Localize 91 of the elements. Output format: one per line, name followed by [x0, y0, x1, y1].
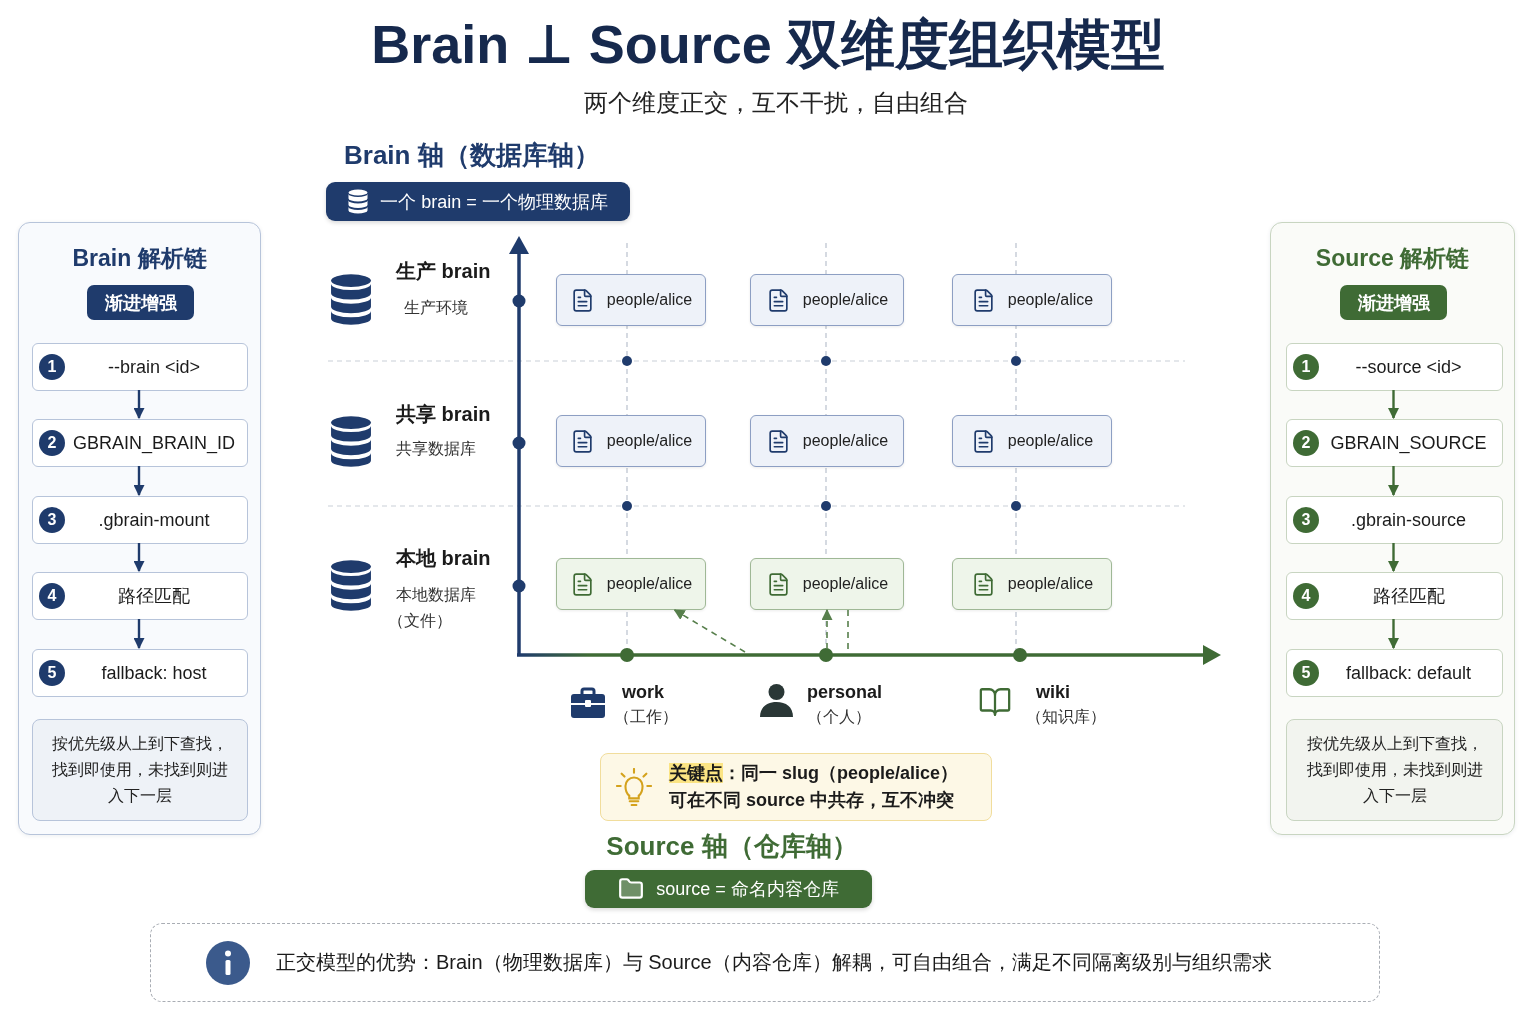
step-number: 5	[1293, 660, 1319, 686]
column-sublabel: （个人）	[807, 707, 871, 727]
chain-panel	[1270, 222, 1515, 835]
note-box: 按优先级从上到下查找，找到即使用，未找到则进入下一层	[1286, 719, 1503, 821]
step-box	[1286, 496, 1503, 544]
step-box	[32, 572, 248, 620]
chain-panel	[18, 222, 261, 835]
arrow	[133, 543, 145, 573]
document-card	[750, 274, 904, 326]
card-label: people/alice	[606, 291, 693, 309]
key-point-box	[600, 753, 992, 821]
step-label: fallback: host	[101, 662, 207, 684]
card-label: people/alice	[606, 575, 693, 593]
card-label: people/alice	[606, 432, 693, 450]
column-label: work	[622, 681, 664, 704]
arrow	[133, 466, 145, 497]
step-box	[32, 343, 248, 391]
card-label: people/alice	[802, 291, 889, 309]
step-number: 2	[1293, 430, 1319, 456]
step-number: 4	[39, 583, 65, 609]
card-label: people/alice	[1007, 432, 1094, 450]
document-card	[952, 274, 1112, 326]
key-point-text: 关键点：同一 slug（people/alice）可在不同 source 中共存，互不冲突	[669, 762, 960, 812]
step-box	[32, 496, 248, 544]
dashed-arrow	[821, 608, 833, 650]
document-card	[750, 415, 904, 467]
step-number: 4	[1293, 583, 1319, 609]
step-label: 路径匹配	[118, 585, 190, 608]
row-sublabel: 本地数据库	[396, 585, 476, 605]
card-label: people/alice	[802, 432, 889, 450]
step-label: .gbrain-mount	[98, 509, 210, 531]
document-card	[556, 274, 706, 326]
document-card	[952, 558, 1112, 610]
step-box	[1286, 649, 1503, 697]
info-text: 正交模型的优势：Brain（物理数据库）与 Source（内容仓库）解耦，可自由组合，满足不同隔离级别与组织需求	[276, 950, 1272, 975]
dashed-arrow	[673, 609, 746, 653]
step-number: 3	[39, 507, 65, 533]
note-box: 按优先级从上到下查找，找到即使用，未找到则进入下一层	[32, 719, 248, 821]
axis-tag	[326, 182, 630, 221]
step-label: GBRAIN_BRAIN_ID	[72, 432, 235, 454]
step-label: --brain <id>	[107, 356, 201, 378]
row-label: 共享 brain	[396, 402, 491, 427]
step-label: 路径匹配	[1372, 585, 1445, 608]
row-sublabel: 共享数据库	[396, 439, 476, 459]
step-number: 3	[1293, 507, 1319, 533]
card-label: people/alice	[1007, 291, 1094, 309]
document-card	[952, 415, 1112, 467]
title: Brain ⊥ Source 双维度组织模型	[371, 13, 1165, 76]
step-box	[1286, 419, 1503, 467]
step-number: 2	[39, 430, 65, 456]
step-label: fallback: default	[1345, 662, 1472, 684]
step-label: .gbrain-source	[1350, 509, 1467, 531]
column-label: personal	[807, 681, 883, 704]
column-label: wiki	[1036, 681, 1070, 704]
step-box	[1286, 572, 1503, 620]
tag-label: 一个 brain = 一个物理数据库	[380, 190, 608, 214]
axis-heading: Brain 轴（数据库轴）	[344, 139, 600, 172]
panel-heading: Source 解析链	[1315, 245, 1470, 273]
card-label: people/alice	[802, 575, 889, 593]
document-card	[556, 558, 706, 610]
info-box	[150, 923, 1380, 1002]
column-sublabel: （知识库）	[1026, 707, 1106, 727]
arrow	[1388, 390, 1399, 420]
row-label: 生产 brain	[396, 259, 491, 284]
tag-label: source = 命名内容仓库	[656, 878, 839, 901]
axis-tag	[585, 870, 872, 908]
document-card	[556, 415, 706, 467]
card-label: people/alice	[1007, 575, 1094, 593]
step-number: 5	[39, 660, 65, 686]
step-label: GBRAIN_SOURCE	[1330, 432, 1487, 454]
arrow	[133, 390, 145, 420]
step-box	[32, 419, 248, 467]
tag: 渐进增强	[1340, 285, 1447, 320]
document-card	[750, 558, 904, 610]
subtitle: 两个维度正交，互不干扰，自由组合	[584, 88, 968, 118]
arrow	[133, 619, 145, 650]
axis-heading: Source 轴（仓库轴）	[606, 830, 858, 863]
step-box	[1286, 343, 1503, 391]
step-number: 1	[1293, 354, 1319, 380]
column-sublabel: （工作）	[614, 707, 678, 727]
arrow	[1388, 619, 1399, 650]
row-sublabel: 生产环境	[404, 298, 468, 318]
step-number: 1	[39, 354, 65, 380]
row-label: 本地 brain	[396, 546, 491, 571]
step-box	[32, 649, 248, 697]
row-sublabel: （文件）	[388, 611, 452, 631]
step-label: --source <id>	[1355, 356, 1462, 378]
tag: 渐进增强	[87, 285, 194, 320]
panel-heading: Brain 解析链	[72, 245, 207, 273]
arrow	[1388, 543, 1399, 573]
arrow	[1388, 466, 1399, 497]
